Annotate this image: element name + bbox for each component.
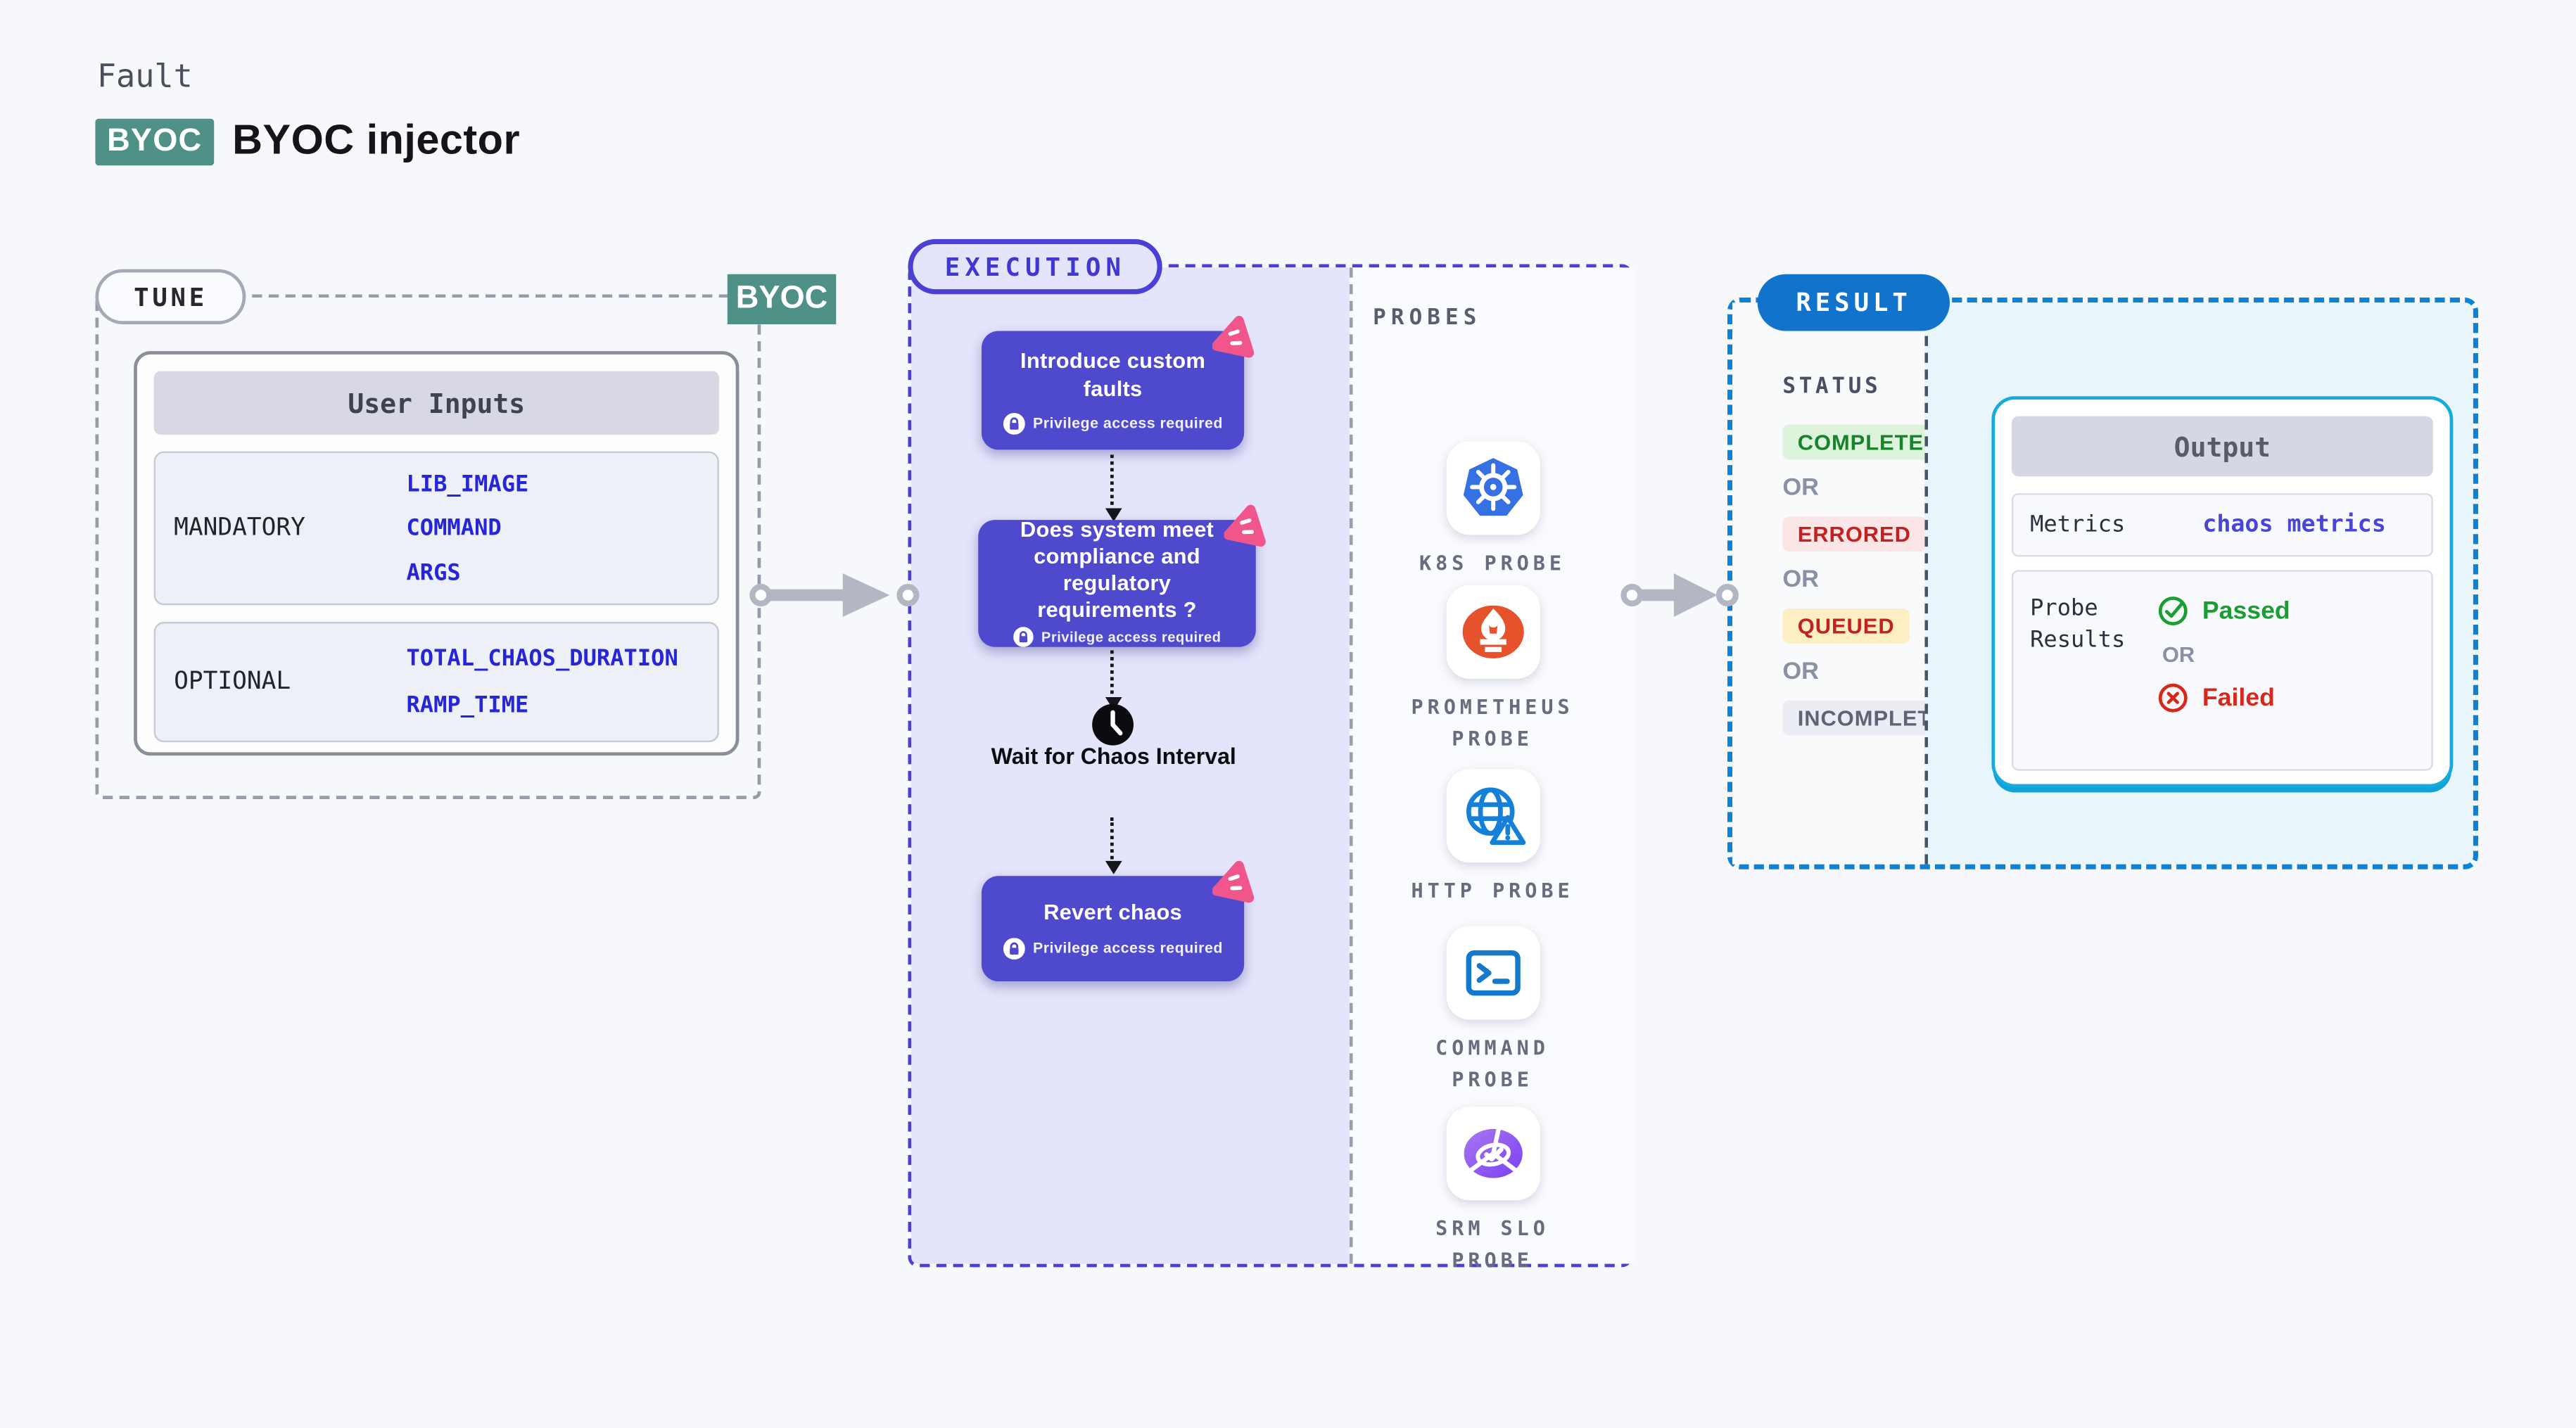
- tune-pill: TUNE: [95, 269, 246, 325]
- probe-icon-card: [1445, 585, 1540, 679]
- mandatory-label: MANDATORY: [174, 514, 305, 542]
- probe-command[interactable]: COMMAND PROBE: [1350, 926, 1635, 1095]
- connector-arrowhead: [1104, 508, 1122, 522]
- failed-line: Failed: [2157, 682, 2275, 714]
- chaos-icon: [1212, 860, 1255, 903]
- probes-label: PROBES: [1373, 305, 1482, 331]
- page-title: BYOC injector: [232, 117, 521, 164]
- connector-arrowhead: [1104, 860, 1122, 874]
- output-panel: Output Metrics chaos metrics Probe Resul…: [1924, 302, 2473, 865]
- optional-label: OPTIONAL: [174, 668, 291, 696]
- connector: [1110, 650, 1114, 701]
- probe-label: COMMAND PROBE: [1435, 1036, 1549, 1091]
- mandatory-group: MANDATORY LIB_IMAGE COMMAND ARGS: [153, 451, 719, 606]
- mandatory-values: LIB_IMAGE COMMAND ARGS: [406, 453, 717, 604]
- probes-panel: [1349, 267, 1636, 1264]
- step-title: Does system meet compliance and regulato…: [1020, 516, 1214, 623]
- wait-for-chaos-interval-label: Wait for Chaos Interval: [991, 744, 1236, 770]
- probe-prometheus[interactable]: PROMETHEUS PROBE: [1350, 585, 1635, 754]
- probe-http[interactable]: HTTP PROBE: [1350, 769, 1635, 907]
- failed-label: Failed: [2202, 683, 2275, 713]
- chaos-icon: [1224, 504, 1266, 547]
- status-label: STATUS: [1782, 374, 1882, 400]
- execution-pill: EXECUTION: [908, 238, 1163, 295]
- user-inputs-card: User Inputs MANDATORY LIB_IMAGE COMMAND …: [134, 351, 740, 756]
- connector: [1110, 817, 1114, 865]
- byoc-title-badge: BYOC: [95, 117, 214, 165]
- probe-icon-card: [1445, 769, 1540, 863]
- step-compliance-check[interactable]: Does system meet compliance and regulato…: [978, 504, 1266, 648]
- slo-pie-check-icon: [1463, 1127, 1522, 1178]
- or-separator: OR: [2162, 642, 2195, 668]
- passed-line: Passed: [2157, 595, 2290, 627]
- tune-section: TUNE BYOC User Inputs MANDATORY LIB_IMAG…: [95, 269, 837, 799]
- metrics-value[interactable]: chaos metrics: [2202, 511, 2386, 539]
- probe-label: HTTP PROBE: [1411, 879, 1574, 903]
- privilege-text: Privilege access required: [1033, 939, 1223, 957]
- lock-icon: [1013, 627, 1034, 648]
- passed-label: Passed: [2202, 597, 2290, 625]
- probe-icon-card: [1445, 441, 1540, 535]
- privilege-text: Privilege access required: [1033, 414, 1223, 432]
- privilege-badge: Privilege access required: [1003, 937, 1223, 960]
- lock-icon: [1003, 412, 1025, 434]
- status-badge-queued: QUEUED: [1782, 608, 1910, 644]
- x-circle-icon: [2158, 683, 2188, 713]
- tune-to-execution-arrow: [749, 573, 920, 617]
- input-ramp-time: RAMP_TIME: [406, 692, 529, 720]
- probe-icon-card: [1445, 926, 1540, 1020]
- lock-icon: [1003, 937, 1025, 960]
- or-separator: OR: [1782, 474, 1820, 502]
- fault-eyebrow: Fault: [96, 58, 193, 96]
- terminal-icon: [1465, 950, 1520, 996]
- step-title: Introduce custom faults: [1020, 348, 1206, 401]
- or-separator: OR: [1782, 566, 1820, 594]
- execution-section: EXECUTION Introduce custom faults Privil…: [908, 238, 1636, 1272]
- input-args: ARGS: [406, 559, 461, 586]
- probe-icon-card: [1445, 1107, 1540, 1201]
- privilege-badge: Privilege access required: [1013, 627, 1222, 648]
- step-revert-chaos[interactable]: Revert chaos Privilege access required: [982, 860, 1255, 982]
- connector: [1110, 454, 1114, 512]
- clock-icon: [1092, 703, 1134, 746]
- globe-warning-icon: [1465, 787, 1525, 846]
- result-section: STATUS COMPLETED OR ERRORED OR QUEUED OR…: [1727, 274, 2478, 869]
- output-title: Output: [2011, 416, 2433, 477]
- chaos-icon: [1212, 316, 1255, 358]
- status-panel: STATUS COMPLETED OR ERRORED OR QUEUED OR…: [1732, 302, 1979, 865]
- probe-label: K8S PROBE: [1419, 552, 1566, 575]
- input-command: COMMAND: [406, 514, 502, 542]
- status-badge-errored: ERRORED: [1782, 516, 1927, 552]
- user-inputs-title: User Inputs: [153, 371, 719, 435]
- page-header: BYOC BYOC injector: [95, 117, 520, 165]
- privilege-badge: Privilege access required: [1003, 412, 1223, 434]
- check-circle-icon: [2158, 597, 2188, 626]
- probe-label: SRM SLO PROBE: [1435, 1217, 1549, 1272]
- probe-k8s[interactable]: K8S PROBE: [1350, 441, 1635, 579]
- metrics-row: Metrics chaos metrics: [2011, 493, 2433, 557]
- probe-label: PROMETHEUS PROBE: [1411, 695, 1574, 751]
- probe-results-row: Probe Results Passed OR: [2011, 570, 2433, 771]
- optional-group: OPTIONAL TOTAL_CHAOS_DURATION RAMP_TIME: [153, 622, 719, 743]
- result-pill: RESULT: [1757, 274, 1950, 331]
- optional-values: TOTAL_CHAOS_DURATION RAMP_TIME: [406, 623, 717, 740]
- probe-srm-slo[interactable]: SRM SLO PROBE: [1350, 1107, 1635, 1275]
- execution-to-result-arrow: [1620, 573, 1739, 617]
- privilege-text: Privilege access required: [1041, 629, 1222, 646]
- kubernetes-icon: [1462, 458, 1523, 516]
- input-lib-image: LIB_IMAGE: [406, 470, 529, 498]
- input-total-chaos-duration: TOTAL_CHAOS_DURATION: [406, 644, 678, 672]
- step-title: Revert chaos: [1043, 900, 1182, 926]
- byoc-corner-badge: BYOC: [727, 274, 837, 325]
- prometheus-icon: [1461, 605, 1523, 658]
- output-card: Output Metrics chaos metrics Probe Resul…: [1991, 396, 2454, 788]
- or-separator: OR: [1782, 658, 1820, 686]
- step-introduce-custom-faults[interactable]: Introduce custom faults Privilege access…: [982, 316, 1255, 450]
- probe-results-label: Probe Results: [2030, 595, 2126, 654]
- metrics-label: Metrics: [2030, 511, 2126, 538]
